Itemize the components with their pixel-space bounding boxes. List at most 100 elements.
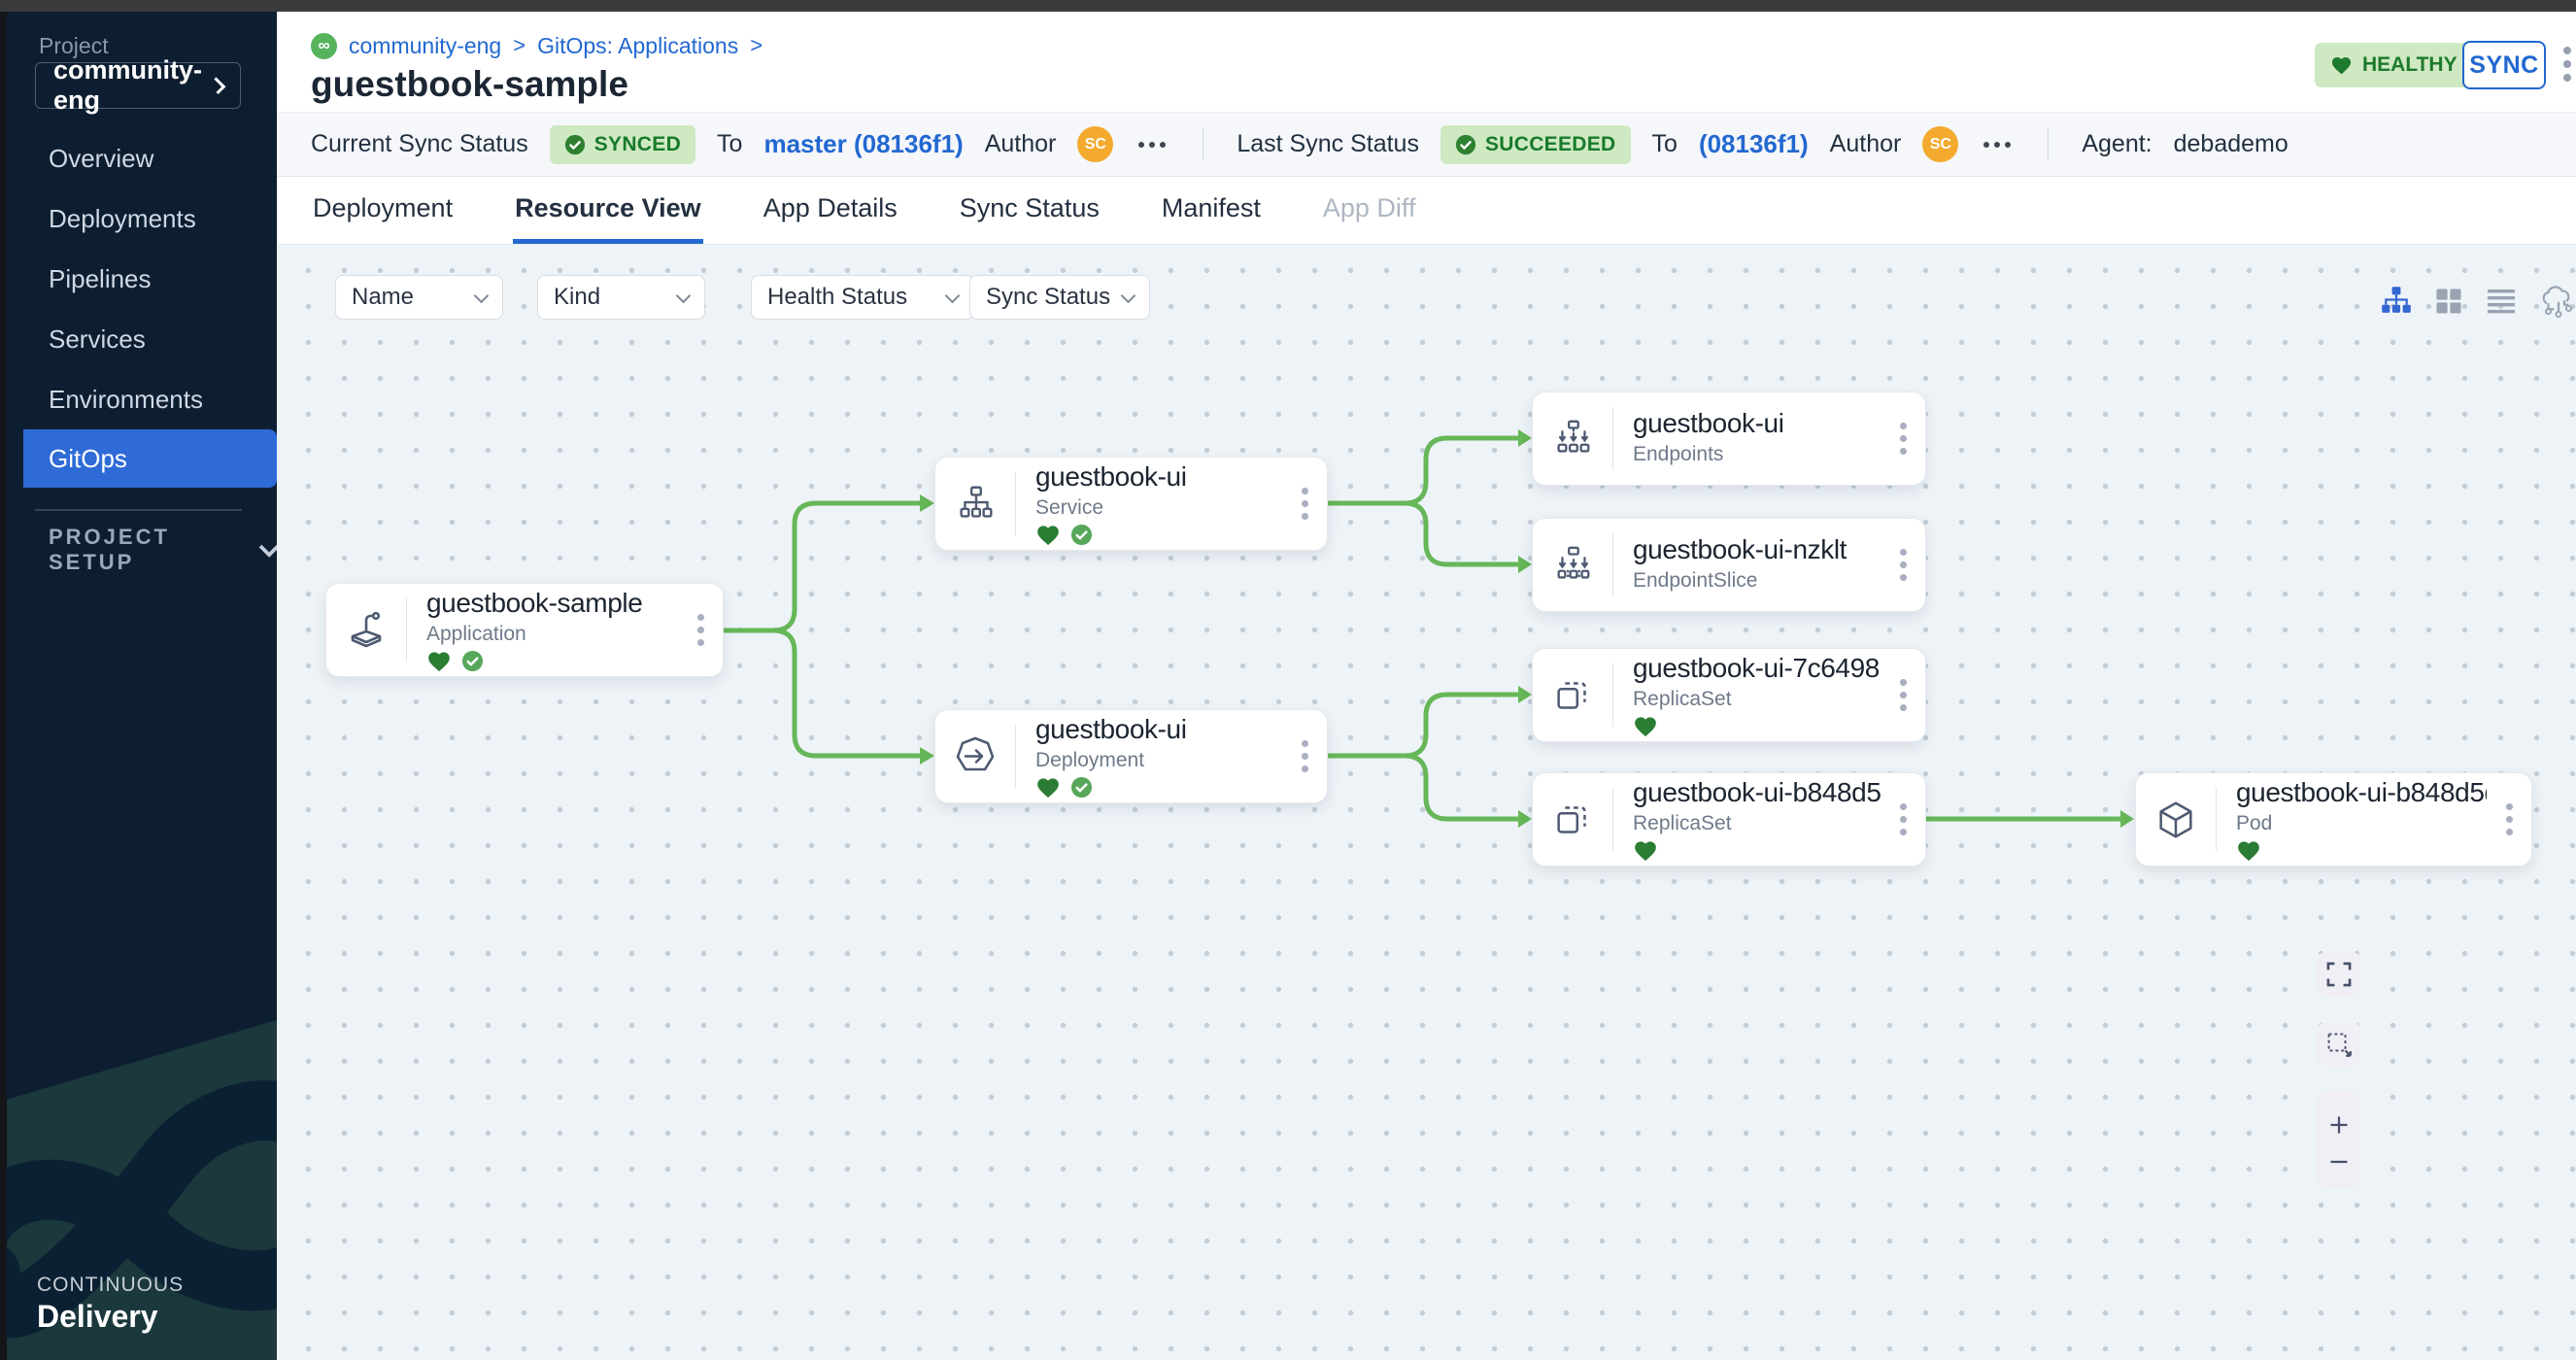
resource-graph-canvas[interactable]: Name Kind Health Status Sync Status (277, 245, 2576, 1360)
brand-text: CONTINUOUS Delivery (37, 1274, 184, 1335)
current-revision-link[interactable]: master (08136f1) (763, 129, 964, 158)
divider (1612, 533, 1613, 596)
tab-deployment[interactable]: Deployment (311, 177, 455, 244)
project-selector[interactable]: community-eng (35, 55, 241, 115)
node-endpointslice[interactable]: guestbook-ui-nzklt EndpointSlice (1532, 518, 1926, 612)
tab-label: App Details (763, 192, 898, 222)
tab-label: Sync Status (959, 192, 1100, 222)
node-kind: Pod (2236, 811, 2273, 834)
window-top-edge (0, 0, 2576, 12)
tab-app-details[interactable]: App Details (762, 177, 899, 244)
gitops-logo-icon: ∞ (311, 32, 337, 59)
node-deployment[interactable]: guestbook-ui Deployment (934, 709, 1328, 803)
sidebar-item-label: GitOps (49, 443, 127, 473)
arrowhead (1518, 556, 1532, 573)
node-menu-button[interactable] (1881, 773, 1925, 866)
to-label: To (717, 130, 743, 157)
node-menu-button[interactable] (2487, 773, 2531, 866)
arrowhead (920, 747, 934, 765)
tab-sync-status[interactable]: Sync Status (958, 177, 1102, 244)
edge-service-to-endpoints (1325, 435, 1521, 506)
main-area: ∞ community-eng > GitOps: Applications >… (277, 12, 2576, 1360)
node-menu-button[interactable] (1282, 710, 1327, 802)
sidebar-item-services[interactable]: Services (0, 309, 277, 369)
marquee-select-button[interactable] (2317, 1022, 2361, 1067)
node-title: guestbook-ui-nzklt (1633, 533, 1847, 564)
tab-resource-view[interactable]: Resource View (513, 177, 703, 244)
node-endpoints[interactable]: guestbook-ui Endpoints (1532, 391, 1926, 486)
node-menu-button[interactable] (1881, 519, 1925, 611)
brand-continuous: CONTINUOUS (37, 1274, 185, 1296)
node-menu-button[interactable] (1881, 392, 1925, 485)
node-menu-button[interactable] (1881, 649, 1925, 741)
node-menu-button[interactable] (1282, 458, 1327, 550)
node-pod[interactable]: guestbook-ui-b848d5d9... Pod (2135, 772, 2532, 867)
sidebar-item-gitops[interactable]: GitOps (23, 429, 277, 488)
list-view-button[interactable] (2484, 284, 2519, 319)
last-revision-link[interactable]: (08136f1) (1698, 129, 1809, 158)
fullscreen-button[interactable] (2317, 952, 2361, 997)
synced-badge: SYNCED (549, 124, 696, 164)
grid-view-button[interactable] (2431, 284, 2466, 319)
node-replicaset-7c64987dc9[interactable]: guestbook-ui-7c64987dc9 ReplicaSet (1532, 648, 1926, 742)
divider (1015, 472, 1016, 535)
project-setup-toggle[interactable]: PROJECT SETUP (49, 525, 277, 574)
breadcrumb-project[interactable]: community-eng (349, 32, 502, 58)
page-title: guestbook-sample (311, 64, 628, 104)
tab-label: Manifest (1161, 192, 1261, 222)
chevron-down-icon (258, 536, 277, 558)
author-avatar: SC (1922, 126, 1959, 162)
edge-app-to-deployment (721, 628, 923, 759)
node-menu-button[interactable] (678, 584, 723, 676)
sidebar-item-environments[interactable]: Environments (0, 369, 277, 429)
grid-view-icon (2436, 289, 2461, 314)
network-view-button[interactable] (2538, 284, 2573, 319)
tab-manifest[interactable]: Manifest (1160, 177, 1263, 244)
sidebar-item-deployments[interactable]: Deployments (0, 188, 277, 249)
health-badge-label: HEALTHY (2362, 53, 2457, 76)
node-service[interactable]: guestbook-ui Service (934, 457, 1328, 551)
succeeded-badge: SUCCEEDED (1440, 124, 1631, 164)
edge-service-to-endpointslice (1325, 500, 1521, 567)
filter-kind-dropdown[interactable]: Kind (537, 275, 705, 320)
more-info-button[interactable] (1135, 141, 1169, 148)
tree-view-icon (2382, 287, 2411, 313)
tab-label: Deployment (313, 192, 454, 222)
sync-button-label: SYNC (2469, 51, 2539, 79)
zoom-out-button[interactable] (2326, 1157, 2352, 1167)
node-replicaset-b848d5d9d[interactable]: guestbook-ui-b848d5d9d ReplicaSet (1532, 772, 1926, 867)
node-title: guestbook-ui-7c64987dc9 (1633, 652, 1881, 683)
sync-button[interactable]: SYNC (2462, 41, 2546, 89)
node-application[interactable]: guestbook-sample Application (325, 583, 724, 677)
sidebar-divider (35, 509, 242, 511)
filter-name-dropdown[interactable]: Name (335, 275, 503, 320)
sidebar-item-label: Pipelines (49, 263, 152, 293)
more-info-button[interactable] (1980, 141, 2015, 148)
sidebar-item-overview[interactable]: Overview (0, 128, 277, 188)
header-menu-button[interactable] (2563, 47, 2571, 82)
breadcrumb-applications[interactable]: GitOps: Applications (537, 32, 739, 58)
project-setup-label: PROJECT SETUP (49, 525, 170, 574)
breadcrumb: ∞ community-eng > GitOps: Applications > (311, 31, 763, 60)
succeeded-badge-label: SUCCEEDED (1484, 132, 1616, 155)
sidebar-nav: Overview Deployments Pipelines Services … (0, 128, 277, 488)
sidebar-item-label: Overview (49, 143, 154, 173)
plus-icon (2330, 1116, 2348, 1134)
healthy-heart-icon (1635, 716, 1656, 736)
sidebar-item-pipelines[interactable]: Pipelines (0, 249, 277, 309)
author-avatar: SC (1077, 126, 1114, 162)
project-label: Project (39, 33, 109, 58)
edge-deployment-to-rs1 (1325, 692, 1521, 759)
filter-sync-status-dropdown[interactable]: Sync Status (969, 275, 1150, 320)
node-kind: Deployment (1035, 748, 1145, 771)
deployment-icon (935, 710, 1015, 802)
filter-health-status-dropdown[interactable]: Health Status (751, 275, 974, 320)
arrowhead (920, 494, 934, 512)
node-kind: Application (426, 622, 526, 645)
tree-view-button[interactable] (2379, 284, 2414, 319)
zoom-in-button[interactable] (2326, 1112, 2352, 1138)
arrowhead (2120, 810, 2134, 828)
tab-bar: Deployment Resource View App Details Syn… (277, 177, 2576, 245)
last-sync-label: Last Sync Status (1237, 130, 1419, 157)
node-kind: Endpoints (1633, 442, 1724, 465)
